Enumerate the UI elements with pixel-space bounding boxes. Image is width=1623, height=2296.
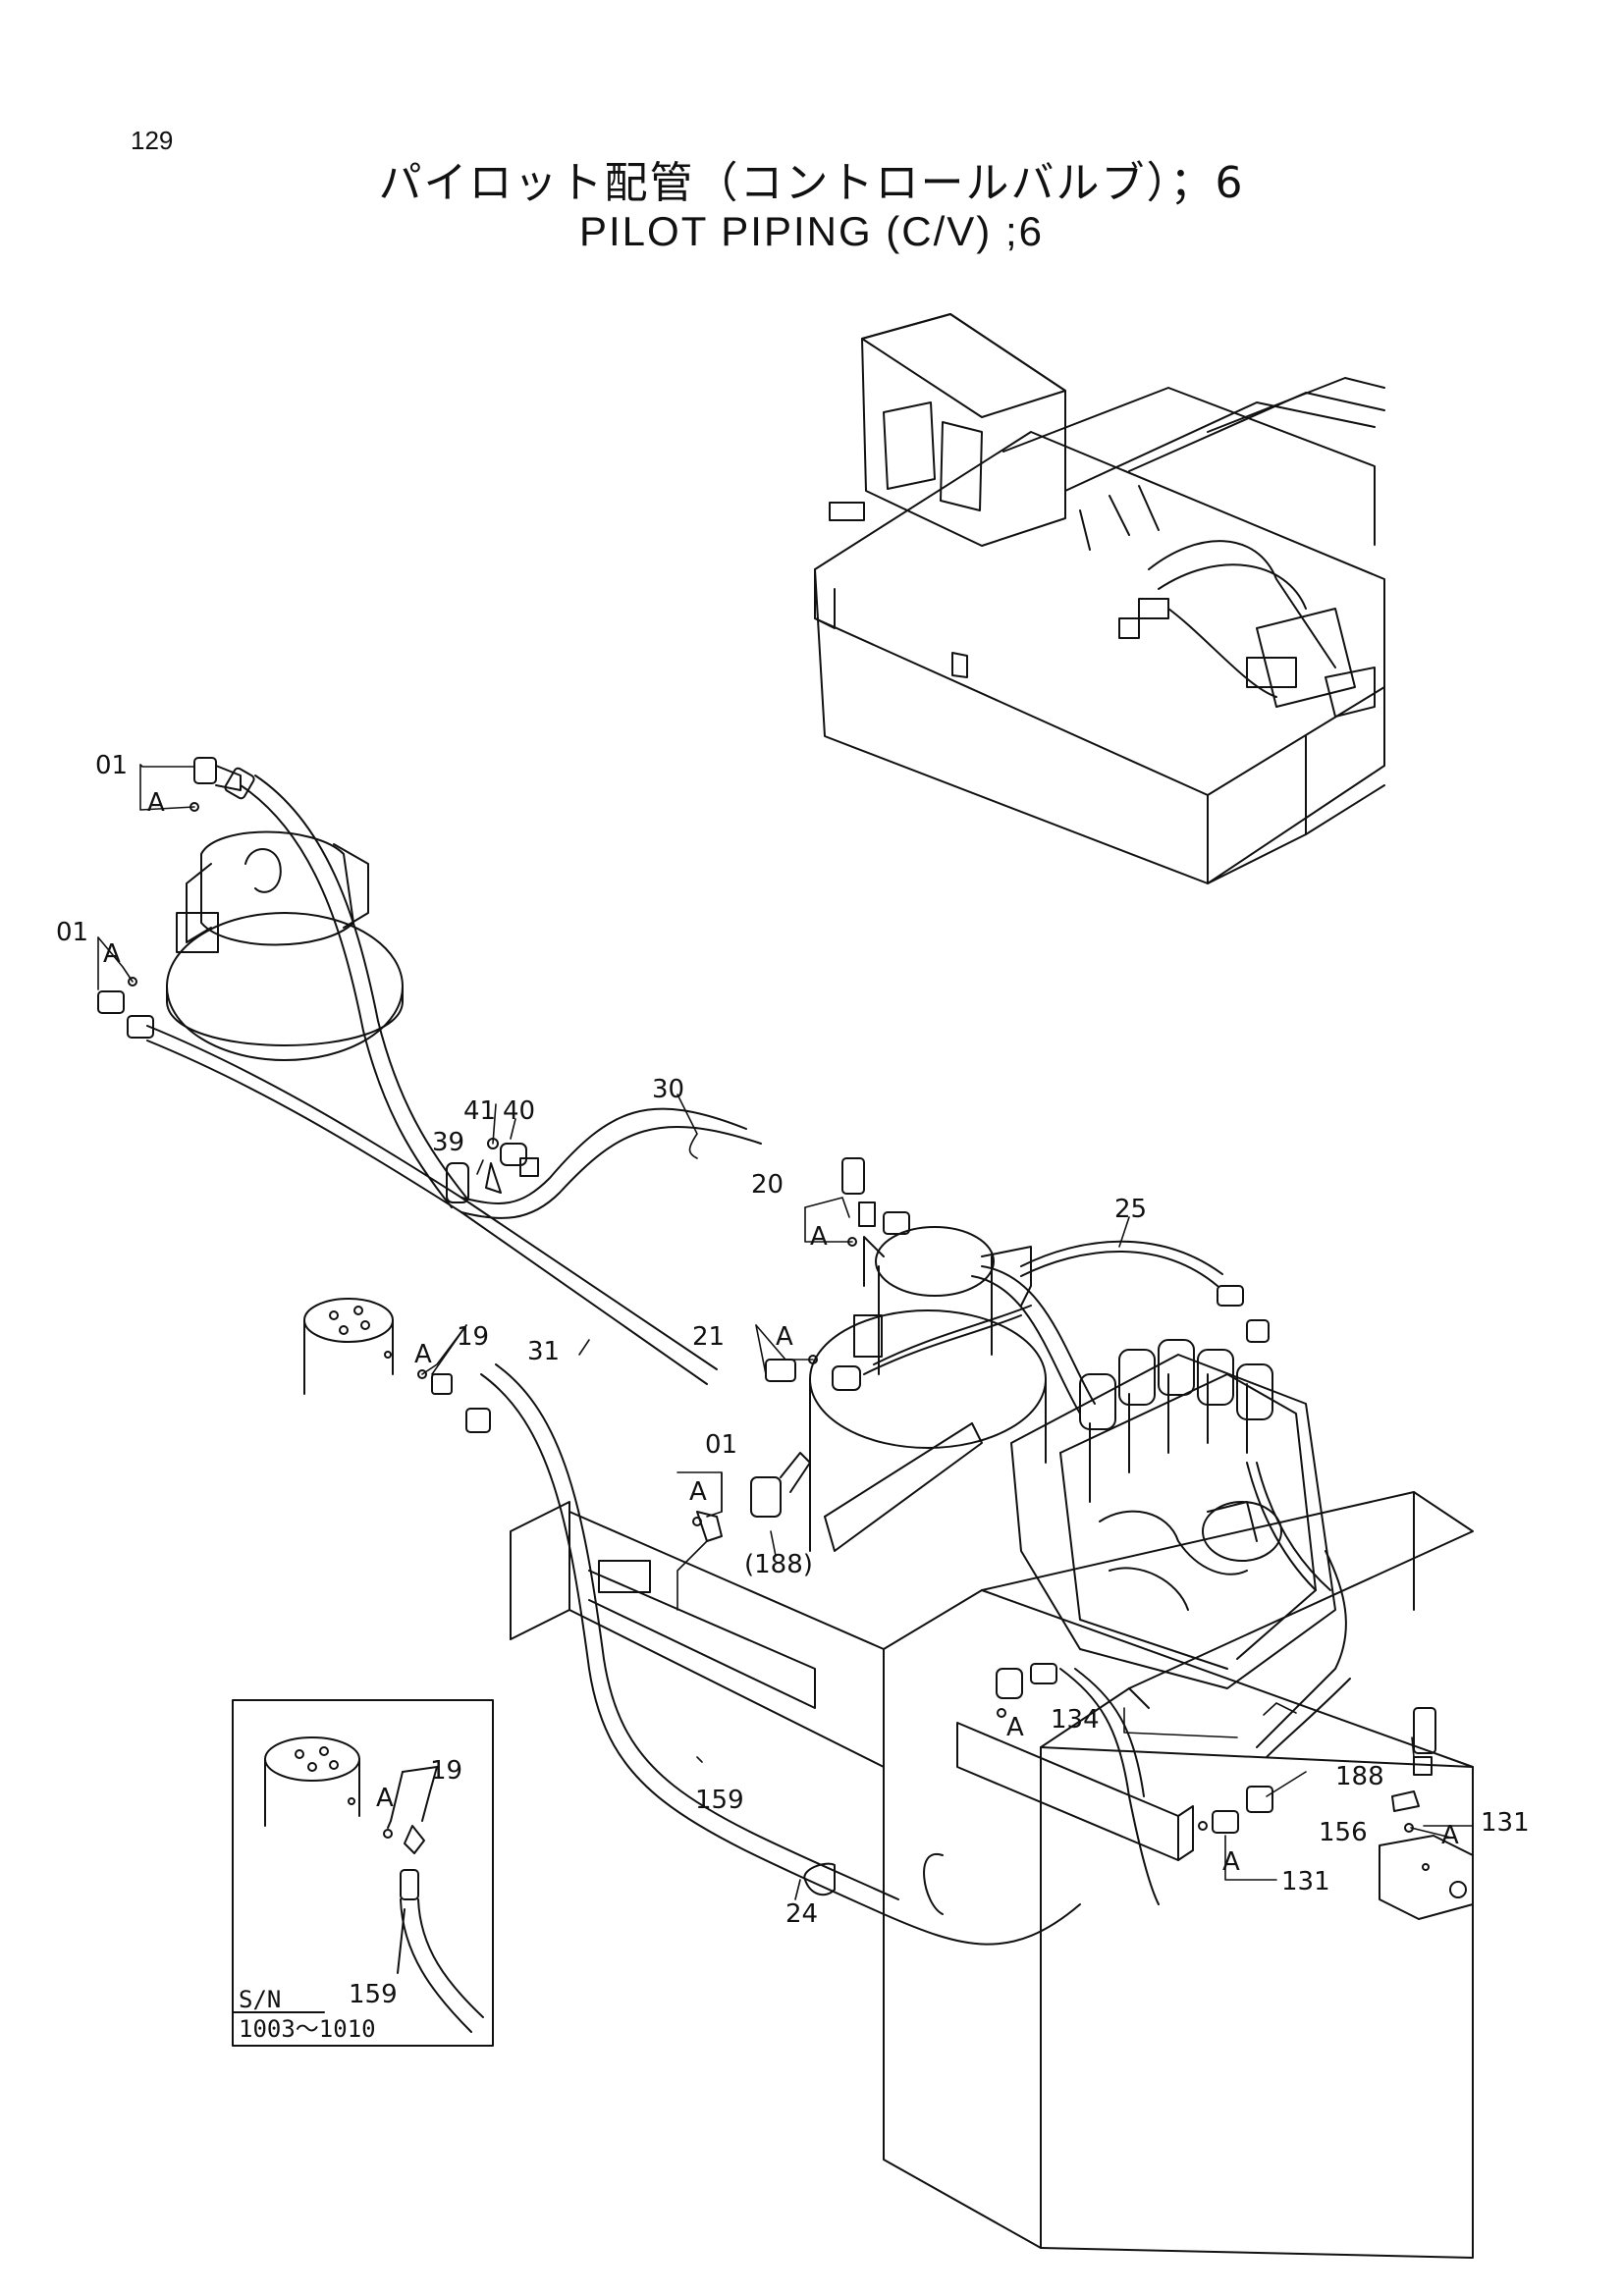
callout-01b: 01 [56,918,88,947]
callout-labels: 01 A 01 A 30 40 41 39 20 A 25 21 A 31 19… [56,751,1530,2043]
leader-lines [97,764,1474,1900]
callout-a1: A [147,788,165,818]
callout-134: 134 [1051,1705,1100,1735]
inset-serial-label: S/N [239,1986,281,2013]
inset-serial-range: 1003～1010 [239,2015,376,2043]
fittings [97,757,1474,1920]
callout-131b: 131 [1281,1867,1330,1896]
machine-overview [814,313,1385,884]
callout-159b: 159 [349,1980,398,2009]
control-valve [1010,1339,1336,1689]
callout-a4: A [776,1322,793,1352]
callout-a9: A [1222,1847,1240,1877]
callout-24: 24 [785,1899,818,1929]
callout-19a: 19 [457,1322,489,1352]
callout-21: 21 [692,1322,725,1352]
callout-a2: A [103,939,121,969]
callout-188b: 188 [1335,1762,1384,1791]
hoses [146,774,1351,1946]
callout-a6: A [689,1477,707,1507]
frame [510,1422,1474,2259]
swivel-joint [809,1226,1047,1552]
callout-156: 156 [1319,1818,1368,1847]
callout-a8: A [1441,1821,1459,1850]
callout-30: 30 [652,1075,684,1104]
page-number: 129 [131,126,174,155]
callout-31: 31 [527,1337,560,1366]
callout-188a: (188) [744,1550,813,1579]
callout-41: 41 [463,1096,496,1126]
title-japanese: パイロット配管（コントロールバルブ）；6 [378,158,1245,208]
callout-01a: 01 [95,751,128,780]
inset-panel [232,1699,494,2047]
callout-40: 40 [503,1096,535,1126]
callout-a10: A [376,1784,394,1813]
callout-159a: 159 [695,1786,744,1815]
callout-39: 39 [432,1128,464,1157]
callout-a5: A [414,1340,432,1369]
pilot-component [303,1298,394,1395]
title-english: PILOT PIPING (C/V) ;6 [579,208,1044,254]
callout-01c: 01 [705,1430,737,1460]
callout-131a: 131 [1481,1808,1530,1838]
callout-a3: A [810,1222,828,1252]
callout-a7: A [1006,1713,1024,1742]
callout-25: 25 [1114,1195,1147,1224]
callout-19b: 19 [430,1756,462,1786]
callout-20: 20 [751,1170,784,1200]
swing-motor [166,830,404,1061]
